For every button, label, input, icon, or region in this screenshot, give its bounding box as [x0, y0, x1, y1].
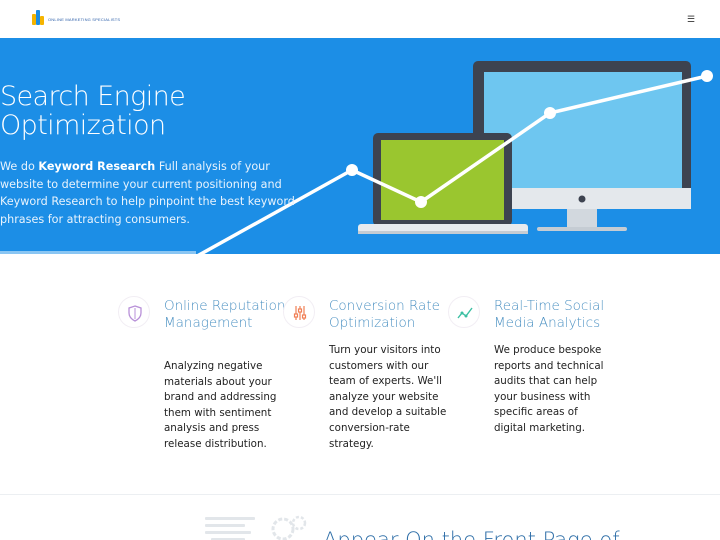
shield-icon: [118, 296, 150, 328]
hero-title: Search Engine Optimization: [0, 82, 220, 140]
hamburger-menu-icon[interactable]: ☰: [687, 14, 696, 24]
bottom-section: Appear On the Front Page of: [0, 495, 720, 540]
hero-desc-prefix: We do: [0, 160, 39, 173]
hero-illustration: [197, 61, 713, 254]
feature-text: Analyzing negative materials about your …: [164, 360, 277, 450]
hero-title-line2: Optimization: [0, 110, 166, 141]
section-divider: [0, 494, 720, 495]
hero-title-line1: Search Engine: [0, 81, 186, 112]
hero-banner: Search Engine Optimization We do Keyword…: [0, 38, 720, 254]
hero-desc-keyword: Keyword Research: [38, 160, 156, 173]
gears-illustration-icon: [205, 515, 307, 540]
top-navigation-bar: ONLINE MARKETING SPECIALISTS ☰: [0, 0, 720, 38]
hero-desc-rest: Full analysis of your website to determi…: [0, 160, 295, 226]
logo[interactable]: ONLINE MARKETING SPECIALISTS: [32, 10, 120, 25]
hero-description: We do Keyword Research Full analysis of …: [0, 158, 300, 228]
chart-line-icon: [448, 296, 480, 328]
feature-text: We produce bespoke reports and technical…: [494, 344, 604, 434]
trend-point: [701, 70, 713, 82]
feature-title: Real-Time Social Media Analytics: [494, 298, 605, 331]
sliders-icon: [283, 296, 315, 328]
logo-mark-icon: [32, 10, 45, 25]
hero-progress-line: [0, 251, 196, 254]
trend-point: [415, 196, 427, 208]
features-section: Online Reputation Management Analyzing n…: [0, 254, 720, 494]
laptop-icon: [358, 133, 528, 234]
section-heading: Appear On the Front Page of: [323, 528, 620, 540]
feature-text: Turn your visitors into customers with o…: [329, 344, 447, 450]
trend-point: [544, 107, 556, 119]
logo-text: ONLINE MARKETING SPECIALISTS: [48, 17, 121, 22]
feature-title: Online Reputation Management: [164, 298, 286, 331]
feature-title: Conversion Rate Optimization: [329, 298, 440, 331]
trend-point: [346, 164, 358, 176]
